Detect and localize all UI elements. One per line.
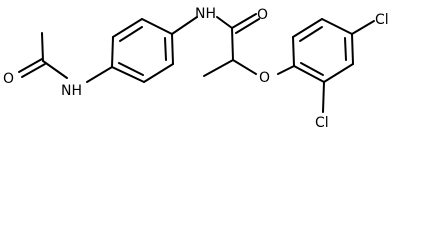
ring1-double-2: [164, 37, 167, 61]
bond-ch-methyl: [203, 59, 234, 77]
bond-nh-carbonyl: [216, 16, 233, 29]
acetyl-group: [18, 32, 113, 83]
ring1-double-1: [119, 26, 143, 42]
bond-methyl-acetyl: [41, 32, 44, 62]
ring2-bond-3: [321, 18, 353, 35]
structure-canvas: O NH NH O O Cl Cl: [3, 6, 389, 131]
bond-carbonyl-o-1: [231, 13, 257, 29]
ring2-bond-2: [292, 18, 323, 38]
ring2-bond-4: [351, 33, 354, 65]
ring1-double-3: [118, 62, 144, 76]
ring2-double-2: [344, 37, 347, 61]
bond-carbonyl-o-2: [235, 18, 260, 34]
bond-ring-cl-top: [351, 20, 375, 35]
ring2-double-3: [300, 62, 324, 76]
oxygen-ether-label: O: [259, 70, 270, 86]
amide-chain: [171, 13, 295, 77]
nh-acetamide-label: NH: [61, 83, 82, 99]
benzene-ring-right: [292, 18, 375, 113]
bond-ch-oether: [232, 59, 257, 75]
ring2-bond-6: [293, 65, 325, 83]
chlorine-bottom-label: Cl: [315, 115, 329, 131]
ring2-double-1: [299, 26, 323, 42]
bond-oether-ring: [277, 65, 295, 75]
ring1-bond-4: [171, 33, 174, 65]
bond-acetyl-nh: [42, 60, 68, 79]
oxygen-acetyl-label: O: [3, 71, 14, 87]
nh-amide-label: NH: [195, 6, 216, 22]
bond-carbonyl-acetyl-2: [21, 63, 46, 78]
ring2-bond-1: [292, 36, 295, 67]
ring1-bond-2: [112, 18, 143, 38]
benzene-ring-left: [111, 18, 174, 83]
ring1-bond-1: [111, 36, 114, 68]
oxygen-carbonyl-label: O: [257, 7, 268, 23]
chlorine-top-label: Cl: [375, 12, 389, 28]
ring2-bond-5: [323, 63, 354, 83]
bond-carbonyl-ch: [231, 27, 234, 61]
bond-carbonyl-acetyl-1: [18, 58, 43, 73]
bond-ring-cl-bottom: [322, 81, 325, 113]
molecule-drawing: O NH NH O O Cl Cl: [3, 6, 389, 131]
ring1-bond-5: [143, 63, 174, 83]
ring1-bond-3: [141, 18, 173, 35]
bond-nh-ring: [86, 66, 113, 83]
ring1-bond-6: [111, 66, 145, 83]
bond-ring-nh: [171, 16, 198, 35]
